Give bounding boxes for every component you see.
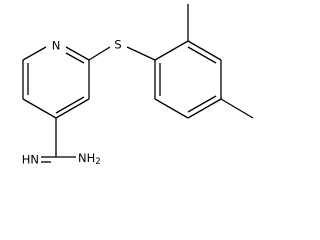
- bond-c2-s: [88, 46, 111, 61]
- bond-c3-c4: [55, 98, 90, 119]
- atom-labels: N S HN NH2: [22, 38, 122, 167]
- amine-label: NH2: [78, 151, 101, 167]
- bond-a5-a6: [154, 98, 189, 119]
- aryl-double-bond-inner-1: [187, 46, 217, 64]
- double-bond-inner-2: [55, 96, 85, 114]
- bond-s-aryl: [126, 46, 156, 61]
- bond-a2-a3: [187, 40, 222, 61]
- amidine-group: [41, 118, 76, 163]
- bond-n-c2: [65, 46, 90, 61]
- methyl-bond-para: [220, 98, 254, 119]
- pyridine-nitrogen-label: N: [52, 39, 61, 53]
- methyl-groups: [187, 4, 254, 119]
- benzene-ring: [154, 40, 222, 119]
- molecule-diagram: N S HN NH2: [22, 4, 254, 167]
- bond-a1-a2: [154, 40, 189, 61]
- aryl-double-bond-inner-2: [187, 95, 217, 113]
- bond-a4-a5: [187, 98, 222, 119]
- pyridine-ring: [22, 46, 90, 119]
- thioether-linkage: [88, 46, 156, 61]
- imine-label: HN: [22, 153, 39, 167]
- double-bond-inner-1: [65, 52, 85, 64]
- bond-c4-c5: [22, 98, 57, 119]
- bond-c6-n: [22, 46, 47, 61]
- sulfur-label: S: [114, 38, 121, 52]
